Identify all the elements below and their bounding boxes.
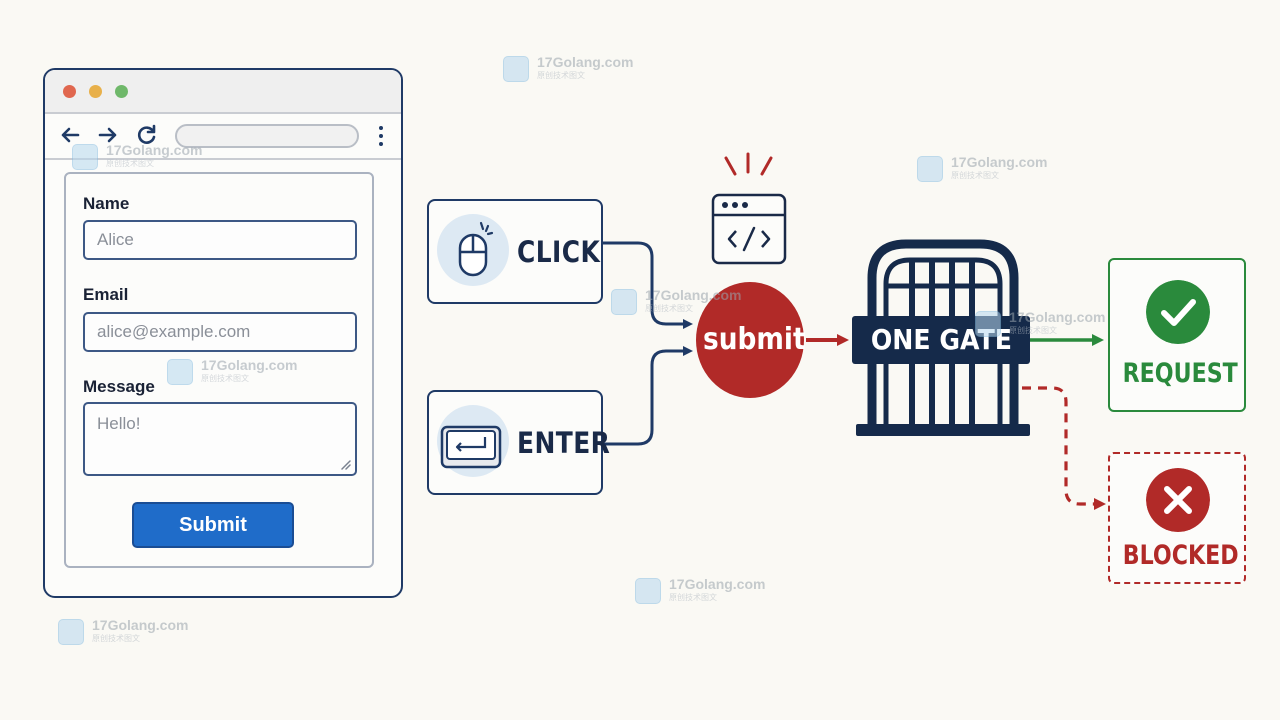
- message-label: Message: [83, 377, 155, 396]
- watermark-subtext: 原创技术图文: [92, 634, 140, 643]
- watermark-subtext: 原创技术图文: [201, 374, 249, 383]
- address-bar[interactable]: [175, 124, 359, 148]
- request-result-box: REQUEST: [1108, 258, 1246, 412]
- gate-label-banner: ONE GATE: [852, 316, 1030, 364]
- enter-label: ENTER: [517, 426, 611, 460]
- watermark-text: 17Golang.com: [106, 142, 203, 158]
- name-input[interactable]: Alice: [83, 220, 357, 260]
- browser-toolbar: [45, 114, 401, 160]
- reload-icon[interactable]: [136, 124, 158, 146]
- watermark-subtext: 原创技术图文: [106, 159, 154, 168]
- watermark-logo-icon: [58, 619, 84, 645]
- click-connector: [603, 241, 693, 329]
- browser-window: Name Alice Email alice@example.com Messa…: [43, 68, 403, 598]
- enter-input-box: ENTER: [427, 390, 610, 495]
- blocked-result-box: BLOCKED: [1108, 452, 1246, 584]
- watermark-logo-icon: [72, 144, 98, 170]
- keyboard-key-icon-backdrop: [437, 405, 509, 477]
- watermark-text: 17Golang.com: [951, 154, 1048, 170]
- form-panel: Name Alice Email alice@example.com Messa…: [64, 172, 374, 568]
- enter-connector: [603, 346, 693, 446]
- watermark-text: 17Golang.com: [669, 576, 766, 592]
- mouse-icon-backdrop: [437, 214, 509, 286]
- click-input-box: CLICK: [427, 199, 603, 304]
- watermark-logo-icon: [503, 56, 529, 82]
- watermark-subtext: 原创技术图文: [537, 71, 585, 80]
- request-label-wrap: REQUEST: [1110, 358, 1244, 389]
- submit-event-node: submit: [696, 282, 806, 398]
- enter-key-icon: [440, 425, 502, 469]
- blocked-label: BLOCKED: [1122, 540, 1239, 571]
- cross-icon: [1146, 468, 1210, 532]
- watermark-text: 17Golang.com: [645, 287, 742, 303]
- back-arrow-icon[interactable]: [59, 124, 81, 146]
- watermark-subtext: 原创技术图文: [1009, 326, 1057, 335]
- watermark-text: 17Golang.com: [201, 357, 298, 373]
- blocked-label-wrap: BLOCKED: [1110, 540, 1244, 571]
- watermark-subtext: 原创技术图文: [951, 171, 999, 180]
- email-label: Email: [83, 285, 129, 304]
- watermark-text: 17Golang.com: [1009, 309, 1106, 325]
- watermark-logo-icon: [975, 311, 1001, 337]
- watermark-text: 17Golang.com: [537, 54, 634, 70]
- watermark-logo-icon: [917, 156, 943, 182]
- check-icon: [1146, 280, 1210, 344]
- email-input[interactable]: alice@example.com: [83, 312, 357, 352]
- click-label: CLICK: [517, 235, 601, 269]
- watermark-subtext: 原创技术图文: [669, 593, 717, 602]
- maximize-window-dot[interactable]: [115, 85, 128, 98]
- submit-button[interactable]: Submit: [132, 502, 294, 548]
- name-label: Name: [83, 194, 130, 213]
- request-label: REQUEST: [1122, 358, 1238, 389]
- watermark-logo-icon: [167, 359, 193, 385]
- message-placeholder: Hello!: [97, 414, 141, 433]
- gate-to-blocked-arrow: [1022, 386, 1106, 510]
- close-window-dot[interactable]: [63, 85, 76, 98]
- browser-titlebar: [45, 70, 401, 114]
- mouse-icon: [458, 221, 494, 277]
- watermark-subtext: 原创技术图文: [645, 304, 693, 313]
- watermark-logo-icon: [611, 289, 637, 315]
- message-textarea[interactable]: Hello!: [83, 402, 357, 476]
- code-window-icon: [711, 152, 787, 265]
- more-menu-icon[interactable]: [379, 126, 383, 150]
- watermark-logo-icon: [635, 578, 661, 604]
- watermark-text: 17Golang.com: [92, 617, 189, 633]
- resize-grip-icon[interactable]: [339, 458, 351, 470]
- forward-arrow-icon[interactable]: [97, 124, 119, 146]
- submit-event-label: submit: [702, 322, 806, 357]
- minimize-window-dot[interactable]: [89, 85, 102, 98]
